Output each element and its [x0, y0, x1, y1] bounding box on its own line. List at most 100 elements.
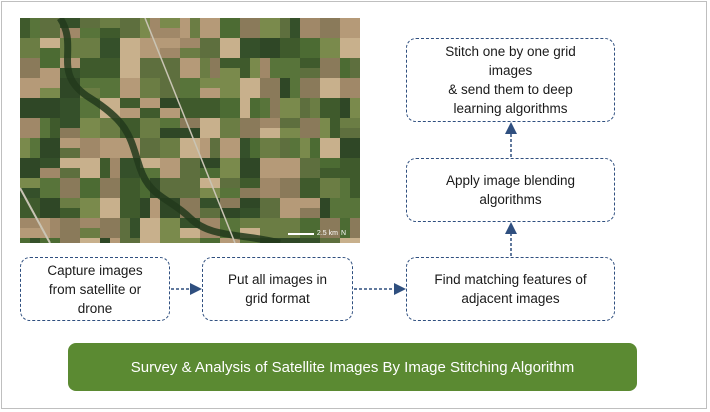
field-tile — [220, 238, 240, 243]
field-tile — [280, 38, 300, 58]
field-subtile — [60, 208, 80, 218]
banner-title: Survey & Analysis of Satellite Images By… — [130, 358, 575, 376]
field-subtile — [150, 18, 160, 38]
field-tile — [240, 38, 260, 58]
field-subtile — [140, 108, 160, 118]
field-subtile — [20, 228, 40, 238]
title-banner: Survey & Analysis of Satellite Images By… — [68, 343, 637, 391]
field-subtile — [270, 38, 280, 58]
field-tile — [120, 18, 140, 38]
field-subtile — [250, 58, 260, 78]
field-tile — [200, 118, 220, 138]
step-stitch-box: Stitch one by one grid images & send the… — [406, 38, 615, 122]
field-tile — [180, 58, 200, 78]
field-tile — [100, 138, 120, 158]
field-tile — [20, 118, 40, 138]
field-tile — [300, 38, 320, 58]
field-subtile — [260, 168, 280, 178]
field-tile — [40, 138, 60, 158]
field-subtile — [110, 238, 120, 243]
field-subtile — [220, 68, 240, 78]
field-tile — [180, 178, 200, 198]
field-subtile — [140, 88, 160, 98]
field-tile — [320, 38, 340, 58]
satellite-image: 2.5 km N — [20, 18, 360, 243]
field-subtile — [240, 188, 260, 198]
field-tile — [120, 198, 140, 218]
field-subtile — [270, 98, 280, 118]
field-tile — [100, 198, 120, 218]
field-tile — [180, 98, 200, 118]
road-line — [20, 187, 51, 243]
field-subtile — [350, 218, 360, 238]
field-tile — [80, 178, 100, 198]
field-tile — [60, 238, 80, 243]
field-subtile — [200, 168, 220, 178]
field-tile — [100, 58, 120, 78]
field-tile — [40, 238, 60, 243]
field-tile — [340, 38, 360, 58]
step-match-box: Find matching features of adjacent image… — [406, 257, 615, 321]
field-tile — [140, 218, 160, 238]
field-tile — [180, 158, 200, 178]
field-subtile — [260, 128, 280, 138]
field-tile — [60, 178, 80, 198]
field-tile — [220, 138, 240, 158]
field-tile — [200, 98, 220, 118]
step-blend-label: Apply image blending algorithms — [445, 173, 576, 207]
field-tile — [320, 178, 340, 198]
field-tile — [260, 18, 280, 38]
field-tile — [200, 38, 220, 58]
field-tile — [340, 138, 360, 158]
field-subtile — [110, 158, 120, 178]
field-subtile — [160, 28, 180, 38]
field-tile — [180, 78, 200, 98]
field-subtile — [90, 98, 100, 118]
field-tile — [100, 118, 120, 138]
field-tile — [220, 78, 240, 98]
step-capture-label: Capture images from satellite or drone — [47, 262, 143, 316]
field-tile — [20, 78, 40, 98]
field-subtile — [140, 168, 160, 178]
field-subtile — [290, 78, 300, 98]
field-subtile — [310, 98, 320, 118]
field-subtile — [280, 128, 300, 138]
field-tile — [300, 158, 320, 178]
field-subtile — [180, 128, 200, 138]
field-tile — [220, 158, 240, 178]
field-tile — [120, 38, 140, 58]
field-tile — [100, 218, 120, 238]
field-subtile — [190, 18, 200, 38]
field-tile — [80, 158, 100, 178]
field-tile — [120, 178, 140, 198]
field-tile — [300, 78, 320, 98]
field-tile — [120, 58, 140, 78]
field-subtile — [150, 198, 160, 218]
field-subtile — [340, 128, 360, 138]
field-subtile — [50, 118, 60, 138]
field-tile — [220, 118, 240, 138]
field-tile — [240, 18, 260, 38]
field-subtile — [60, 168, 80, 178]
field-tile — [340, 238, 360, 243]
field-subtile — [100, 28, 120, 38]
field-subtile — [60, 148, 80, 158]
field-tile — [260, 78, 280, 98]
field-tile — [160, 58, 180, 78]
field-tile — [40, 178, 60, 198]
field-subtile — [350, 98, 360, 118]
field-tile — [320, 138, 340, 158]
field-tile — [80, 38, 100, 58]
field-tile — [60, 218, 80, 238]
field-tile — [160, 218, 180, 238]
field-tile — [340, 78, 360, 98]
field-subtile — [160, 108, 180, 118]
field-subtile — [20, 188, 40, 198]
field-tile — [80, 198, 100, 218]
field-tile — [320, 18, 340, 38]
step-grid-box: Put all images in grid format — [202, 257, 353, 321]
field-tile — [340, 18, 360, 38]
field-tile — [320, 58, 340, 78]
field-tile — [240, 158, 260, 178]
field-subtile — [200, 88, 220, 98]
